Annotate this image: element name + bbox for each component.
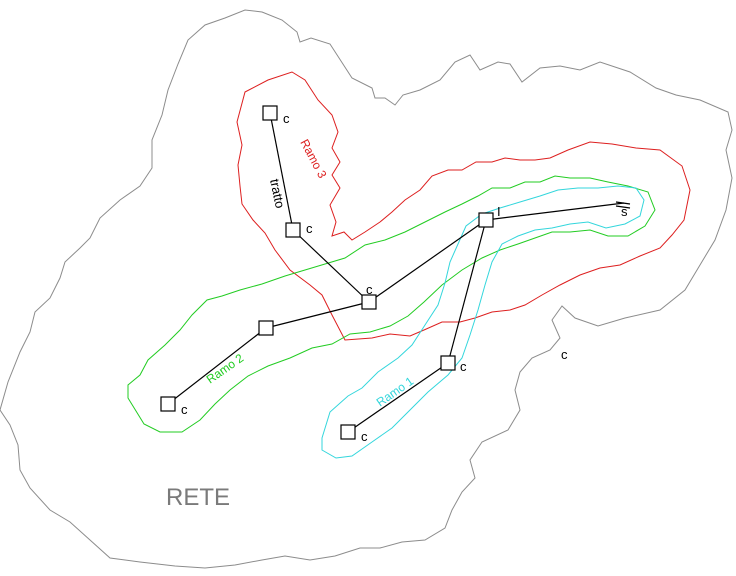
network-outline bbox=[0, 9, 733, 569]
segment-ramo2-end bbox=[167, 327, 267, 405]
segment-ramo1-end bbox=[347, 362, 449, 433]
consumer-label: c bbox=[361, 429, 368, 444]
source-symbol-line2 bbox=[615, 205, 631, 209]
ramo3-outline bbox=[236, 71, 691, 341]
segment-hub-intersection bbox=[368, 219, 487, 303]
consumer-node bbox=[361, 294, 377, 310]
segment-hub-ramo2 bbox=[265, 301, 370, 329]
consumer-label: c bbox=[283, 111, 290, 126]
segment-c2-hub bbox=[292, 229, 370, 303]
consumer-label: c bbox=[181, 402, 188, 417]
intersection-label: I bbox=[497, 204, 501, 219]
consumer-label: c bbox=[561, 347, 568, 362]
source-label: s bbox=[621, 204, 628, 219]
consumer-node bbox=[440, 355, 456, 371]
consumer-label: c bbox=[306, 221, 313, 236]
consumer-node bbox=[285, 222, 301, 238]
junction-node bbox=[258, 320, 274, 336]
ramo3-label: Ramo 3 bbox=[297, 137, 329, 181]
consumer-label: c bbox=[460, 359, 467, 374]
ramo2-label: Ramo 2 bbox=[204, 351, 247, 387]
consumer-label: c bbox=[366, 282, 373, 297]
ramo1-label: Ramo 1 bbox=[374, 374, 417, 410]
segment-label: tratto bbox=[267, 178, 288, 210]
consumer-node bbox=[262, 105, 278, 121]
intersection-node bbox=[478, 212, 494, 228]
segment-intersection-source bbox=[485, 202, 625, 221]
consumer-node bbox=[340, 424, 356, 440]
ramo2-outline bbox=[127, 175, 656, 433]
ramo1-outline bbox=[321, 185, 645, 459]
segment-tratto bbox=[269, 112, 294, 231]
network-label: RETE bbox=[166, 484, 230, 511]
segment-intersection-ramo1 bbox=[447, 219, 487, 364]
consumer-node bbox=[160, 396, 176, 412]
source-symbol-line1 bbox=[615, 201, 631, 205]
